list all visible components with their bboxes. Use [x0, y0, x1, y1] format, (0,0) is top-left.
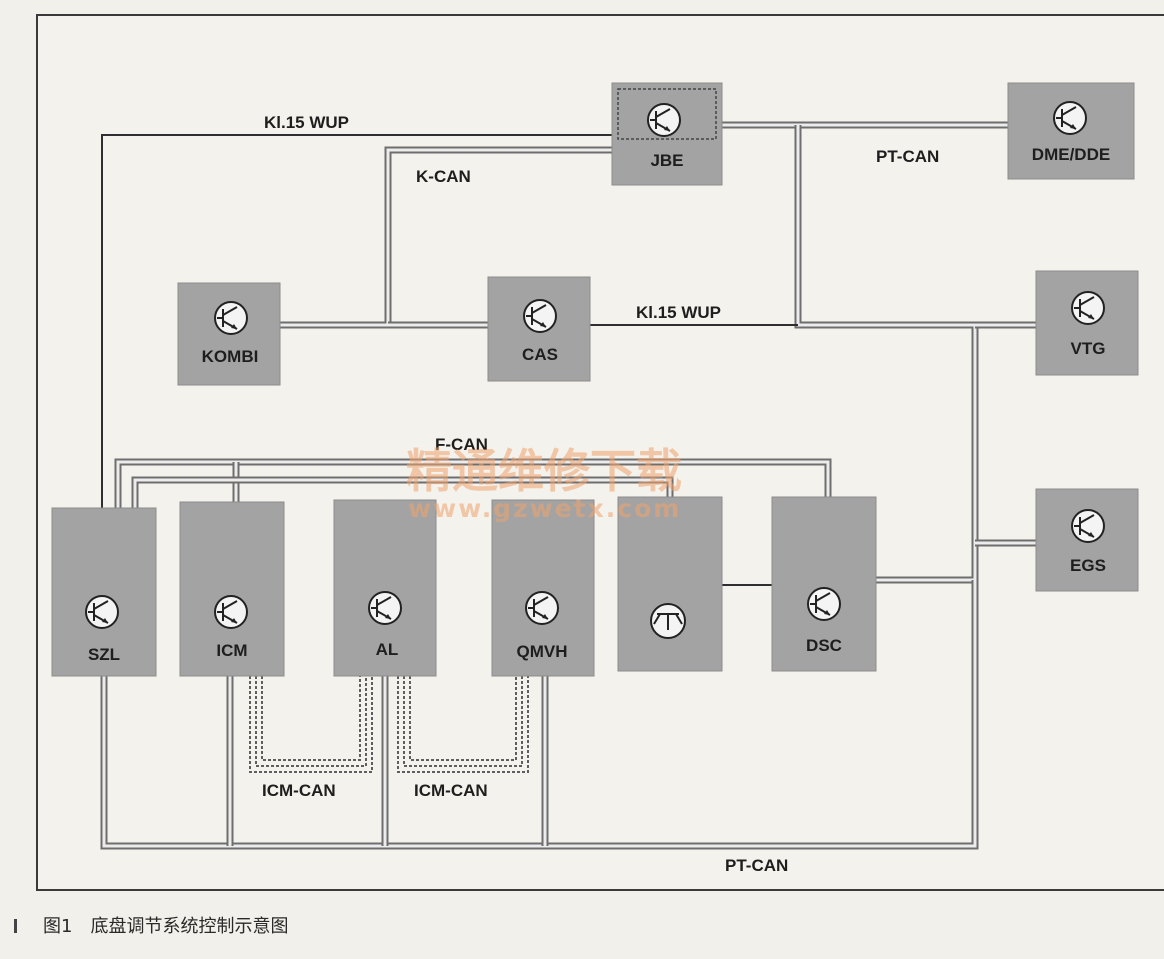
figure-number: 图1	[43, 916, 73, 937]
kl15-wup-wires	[101, 134, 798, 586]
ecu-label-al: AL	[376, 640, 399, 659]
ecu-label-szl: SZL	[88, 645, 120, 664]
bus-label-icm-can-right: ICM-CAN	[414, 781, 488, 800]
ecu-egs: EGS	[1035, 488, 1139, 592]
ecu-vtg: VTG	[1035, 270, 1139, 376]
f-can-bus	[114, 458, 832, 508]
transistor-icon	[85, 595, 119, 629]
ecu-label-dsc: DSC	[806, 636, 842, 655]
transistor-icon	[1053, 101, 1087, 135]
transistor-icon	[1071, 291, 1105, 325]
ecu-dsc: DSC	[771, 496, 877, 672]
transistor-icon	[650, 603, 686, 639]
caption-text: 底盘调节系统控制示意图	[90, 916, 289, 937]
ecu-unlabeled	[617, 496, 723, 672]
ecu-szl: SZL	[51, 507, 157, 677]
ecu-label-icm: ICM	[216, 641, 247, 660]
ecu-al: AL	[333, 499, 437, 677]
ecu-label-vtg: VTG	[1071, 339, 1106, 358]
ecu-qmvh: QMVH	[491, 499, 595, 677]
transistor-icon	[214, 301, 248, 335]
transistor-icon	[523, 299, 557, 333]
watermark-url: www.gzwetx.com	[408, 494, 681, 523]
ecu-label-kombi: KOMBI	[202, 347, 259, 366]
bus-label-pt-can-bottom: PT-CAN	[725, 856, 788, 875]
figure-caption: 图1 底盘调节系统控制示意图	[14, 912, 288, 938]
pt-can-bottom-bus	[100, 580, 979, 850]
ecu-cas: CAS	[487, 276, 591, 382]
bus-label-pt-can-top: PT-CAN	[876, 147, 939, 166]
transistor-icon	[807, 587, 841, 621]
k-can-bus	[280, 146, 612, 329]
ecu-label-qmvh: QMVH	[517, 642, 568, 661]
ecu-kombi: KOMBI	[177, 282, 281, 386]
transistor-icon	[368, 591, 402, 625]
transistor-icon	[525, 591, 559, 625]
bus-label-f-can: F-CAN	[435, 435, 488, 454]
ecu-label-dme: DME/DDE	[1032, 145, 1110, 164]
bus-label-icm-can-left: ICM-CAN	[262, 781, 336, 800]
bus-label-k-can: K-CAN	[416, 167, 471, 186]
ecu-label-cas: CAS	[522, 345, 558, 364]
transistor-icon	[1071, 509, 1105, 543]
watermark-title: 精通维修下载	[406, 444, 682, 498]
ecu-label-jbe: JBE	[650, 151, 683, 170]
ecu-icm: ICM	[179, 501, 285, 677]
ecu-jbe: JBE	[611, 82, 723, 186]
bus-label-kl15-mid: Kl.15 WUP	[636, 303, 721, 322]
bus-label-kl15-top: Kl.15 WUP	[264, 113, 349, 132]
caption-marker	[14, 919, 17, 933]
ecu-label-egs: EGS	[1070, 556, 1106, 575]
transistor-icon	[214, 595, 248, 629]
transistor-icon	[647, 103, 681, 137]
icm-can-links	[249, 676, 529, 773]
ecu-dme: DME/DDE	[1007, 82, 1135, 180]
pt-can-top-bus	[722, 121, 1036, 584]
